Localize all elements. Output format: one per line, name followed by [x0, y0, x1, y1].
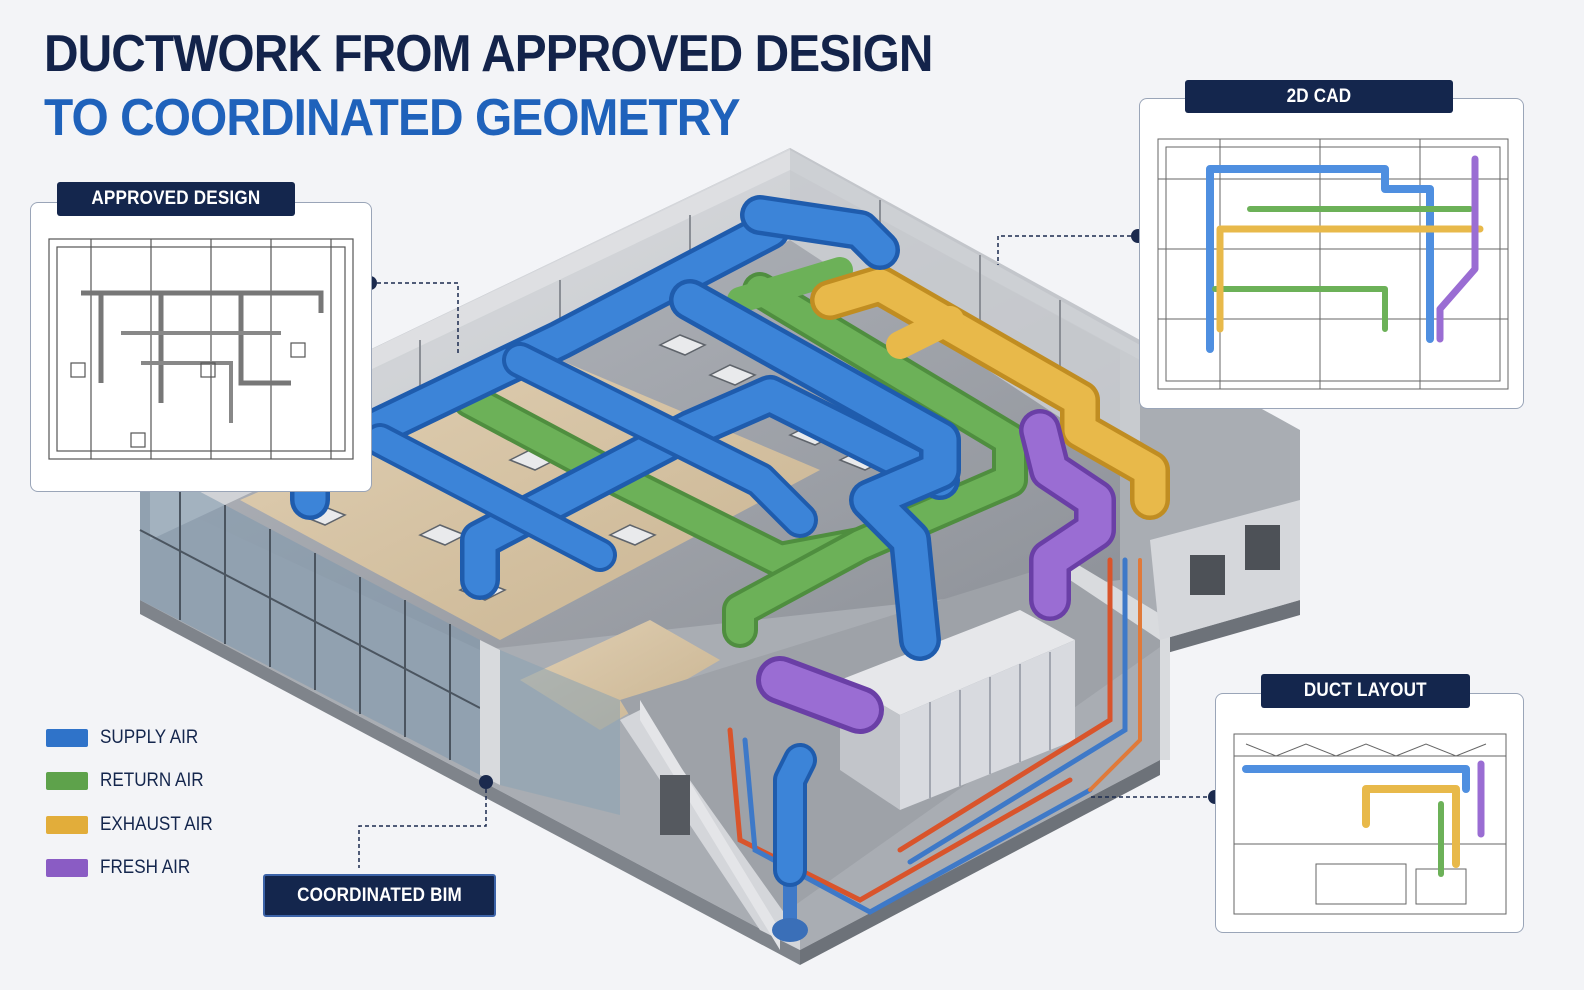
legend-item-return-air: RETURN AIR — [46, 760, 225, 804]
duct-layout-panel — [1215, 693, 1524, 933]
legend-swatch-exhaust — [46, 815, 88, 834]
cad-2d-panel — [1139, 98, 1524, 409]
title-line-2: TO COORDINATED GEOMETRY — [44, 89, 740, 147]
exhaust-air-duct — [810, 265, 1170, 520]
legend-item-fresh-air: FRESH AIR — [46, 847, 225, 891]
cad-2d-badge: 2D CAD — [1185, 80, 1453, 113]
legend-swatch-supply — [46, 728, 88, 747]
duct-layout-badge: DUCT LAYOUT — [1261, 674, 1470, 708]
approved-design-drawing — [48, 238, 354, 460]
glass-facade — [139, 460, 620, 815]
legend-item-exhaust-air: EXHAUST AIR — [46, 803, 225, 847]
cad-2d-drawing — [1157, 138, 1509, 390]
legend-label: RETURN AIR — [100, 770, 204, 792]
fresh-air-duct — [756, 409, 1116, 734]
duct-layout-drawing — [1233, 733, 1507, 915]
supply-air-duct — [290, 195, 961, 887]
title-line-1: DUCTWORK FROM APPROVED DESIGN — [44, 25, 933, 83]
return-air-duct — [452, 257, 1028, 648]
legend-label: EXHAUST AIR — [100, 813, 213, 835]
legend: SUPPLY AIR RETURN AIR EXHAUST AIR FRESH … — [46, 716, 225, 890]
legend-label: SUPPLY AIR — [100, 726, 199, 748]
callout-leaders — [358, 235, 1214, 868]
legend-item-supply-air: SUPPLY AIR — [46, 716, 225, 760]
approved-design-badge: APPROVED DESIGN — [57, 182, 295, 216]
air-handling-unit — [840, 610, 1075, 810]
legend-swatch-return — [46, 772, 88, 791]
legend-swatch-fresh — [46, 859, 88, 878]
approved-design-panel — [30, 202, 372, 492]
legend-label: FRESH AIR — [100, 857, 191, 879]
coordinated-bim-badge: COORDINATED BIM — [263, 874, 496, 917]
